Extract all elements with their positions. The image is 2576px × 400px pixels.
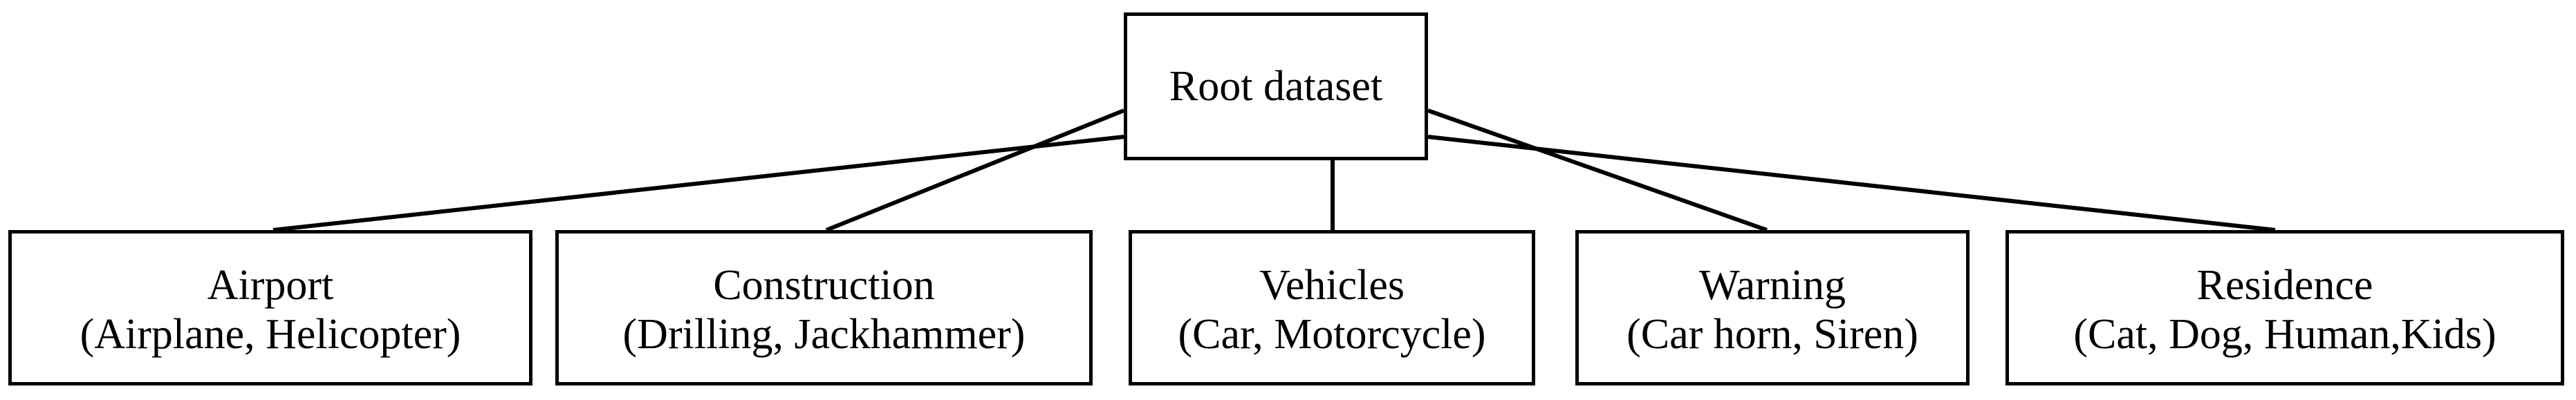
node-warning[interactable]: Warning (Car horn, Siren) xyxy=(1575,230,1970,385)
node-root-dataset[interactable]: Root dataset xyxy=(1124,12,1428,160)
node-construction-members: (Drilling, Jackhammer) xyxy=(622,310,1026,358)
node-vehicles-members: (Car, Motorcycle) xyxy=(1178,310,1486,358)
node-residence[interactable]: Residence (Cat, Dog, Human,Kids) xyxy=(2005,230,2564,385)
node-vehicles-title: Vehicles xyxy=(1259,261,1405,309)
node-airport-title: Airport xyxy=(207,261,334,309)
node-root-label: Root dataset xyxy=(1169,62,1383,110)
node-airport-members: (Airplane, Helicopter) xyxy=(80,310,461,358)
edge-root-to-residence xyxy=(1427,135,2276,232)
node-construction-title: Construction xyxy=(713,261,935,309)
node-airport[interactable]: Airport (Airplane, Helicopter) xyxy=(8,230,532,385)
node-warning-title: Warning xyxy=(1699,261,1846,309)
node-residence-members: (Cat, Dog, Human,Kids) xyxy=(2073,310,2496,358)
edge-root-to-airport xyxy=(272,135,1124,232)
edge-root-to-warning xyxy=(1427,108,1768,232)
node-warning-members: (Car horn, Siren) xyxy=(1627,310,1918,358)
node-vehicles[interactable]: Vehicles (Car, Motorcycle) xyxy=(1129,230,1535,385)
edge-root-to-construction xyxy=(825,108,1125,232)
node-residence-title: Residence xyxy=(2196,261,2373,309)
node-construction[interactable]: Construction (Drilling, Jackhammer) xyxy=(555,230,1093,385)
